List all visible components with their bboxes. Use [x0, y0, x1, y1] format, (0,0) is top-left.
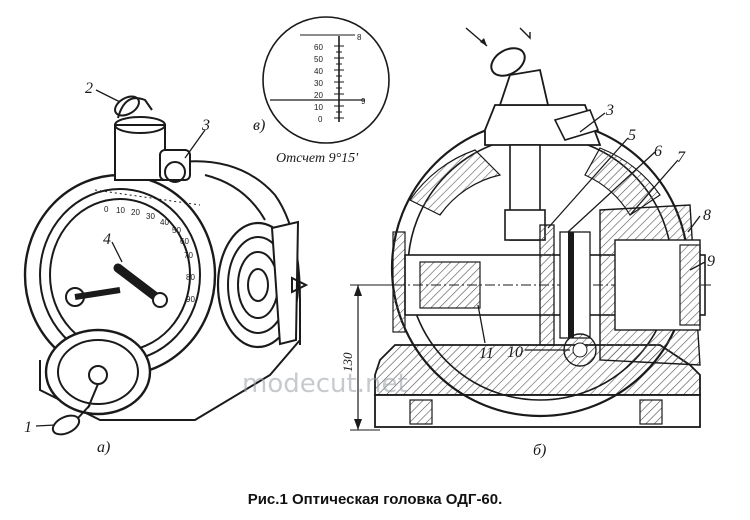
- view-v-label: в): [253, 117, 265, 134]
- watermark-text: modecut.net: [242, 369, 408, 399]
- callout-4: 4: [103, 231, 111, 248]
- dial-tick: 10: [116, 206, 125, 215]
- scale-tick: 20: [314, 91, 323, 100]
- callout-3b: 3: [605, 102, 614, 119]
- dial-tick: 20: [131, 208, 140, 217]
- view-b-label: б): [533, 442, 546, 459]
- callout-11: 11: [479, 345, 494, 362]
- scale-right-mid: 9: [361, 97, 366, 106]
- callout-8: 8: [703, 207, 711, 224]
- reading-scale-view: 60 50 40 30 20 10 0 8 9: [262, 16, 390, 144]
- dial-scale: 0 10 20 30 40 50 60 70 80 90: [104, 205, 195, 304]
- callout-7: 7: [677, 149, 686, 166]
- scale-tick: 50: [314, 55, 323, 64]
- scale-tick: 0: [318, 115, 323, 124]
- figure-caption: Рис.1 Оптическая головка ОДГ-60.: [247, 491, 503, 508]
- dial-tick: 30: [146, 212, 155, 221]
- callout-10: 10: [507, 344, 523, 361]
- dial-tick: 40: [160, 218, 169, 227]
- dial-tick: 90: [186, 295, 195, 304]
- callout-lines-b: [477, 112, 706, 351]
- dimension-130: 130: [340, 352, 355, 372]
- scale-tick: 40: [314, 67, 323, 76]
- callout-3: 3: [201, 117, 210, 134]
- dial-tick: 70: [184, 251, 193, 260]
- callout-6: 6: [654, 143, 662, 160]
- callout-2: 2: [85, 80, 93, 97]
- scale-right-top: 8: [357, 33, 362, 42]
- view-a-label: а): [97, 439, 110, 456]
- callout-lines-a: [35, 89, 206, 427]
- dial-tick: 0: [104, 205, 109, 214]
- callout-5: 5: [628, 127, 636, 144]
- view-a-drawing: [23, 95, 309, 436]
- dial-tick: 60: [180, 237, 189, 246]
- dial-tick: 80: [186, 273, 195, 282]
- scale-tick: 10: [314, 103, 323, 112]
- dial-tick: 50: [172, 226, 181, 235]
- scale-tick: 60: [314, 43, 323, 52]
- callout-9: 9: [707, 253, 715, 270]
- callout-1: 1: [24, 419, 32, 436]
- reading-text: Отсчет 9°15': [276, 151, 359, 166]
- scale-tick: 30: [314, 79, 323, 88]
